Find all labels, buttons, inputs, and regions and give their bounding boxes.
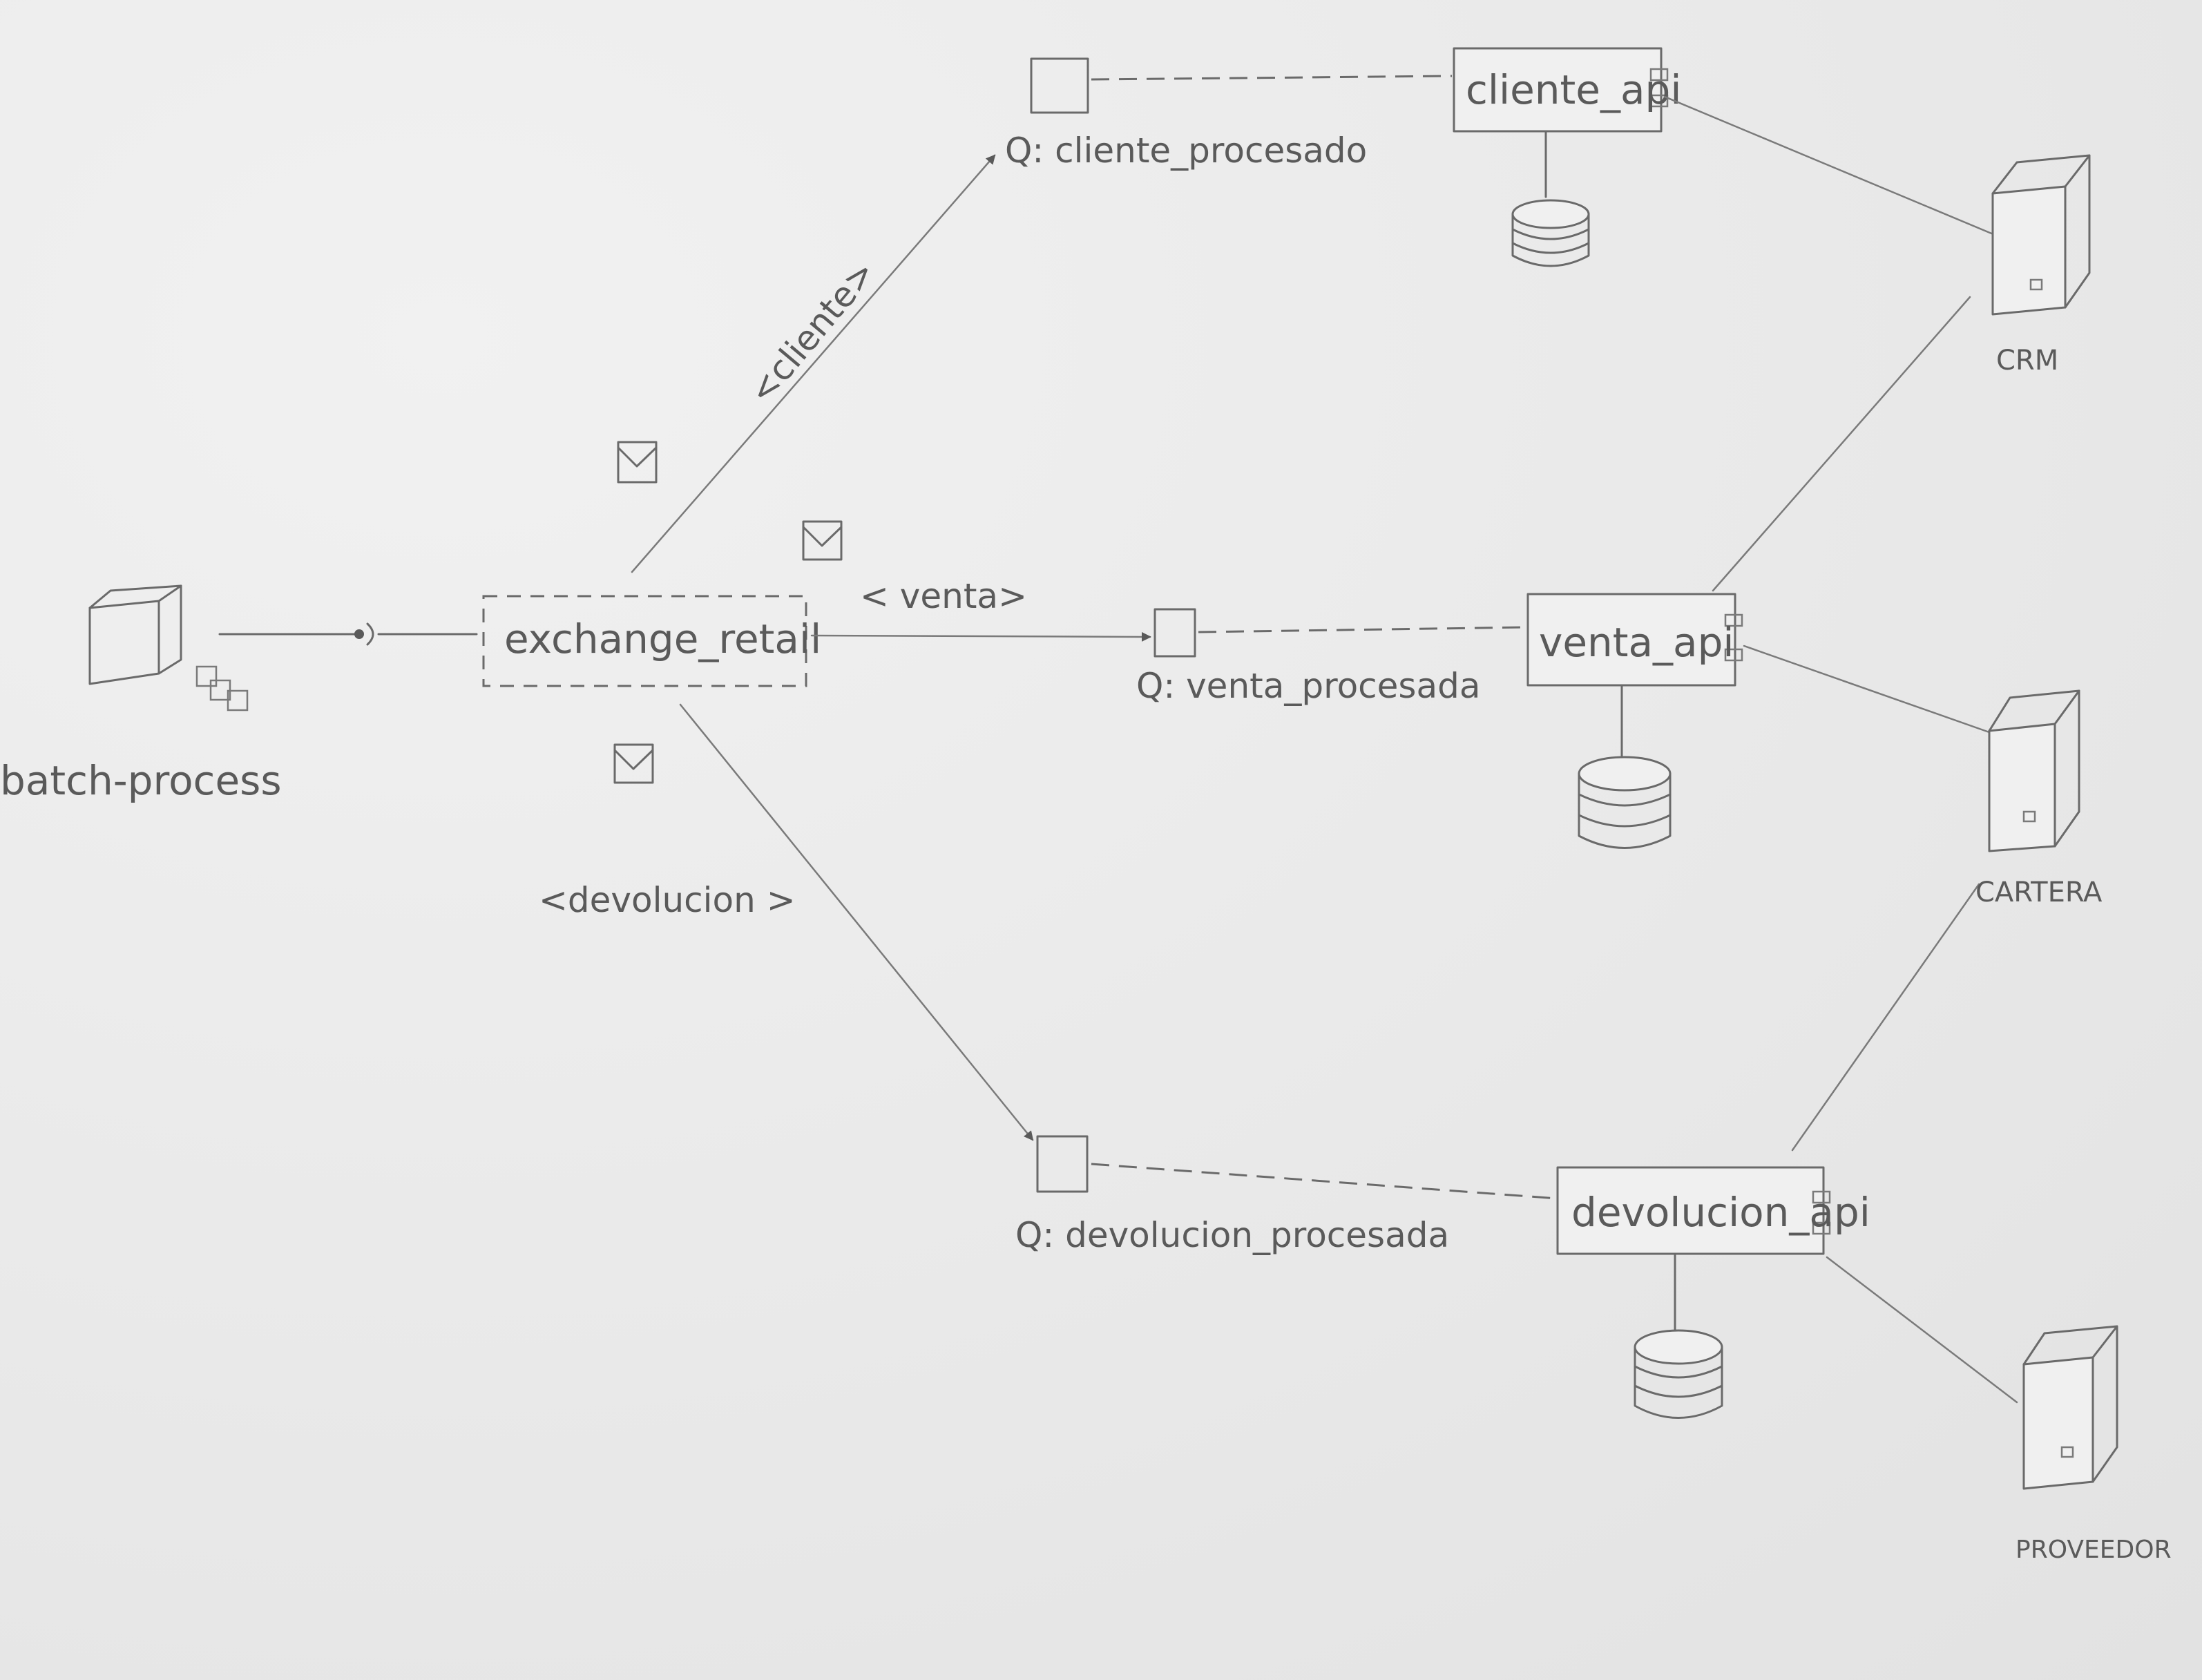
queue-devolucion [1036, 1135, 1089, 1193]
server-icon-cartera [1988, 689, 2080, 852]
system-label-proveedor: PROVEEDOR [2016, 1536, 2172, 1564]
link-venta-api-cartera [1743, 645, 1991, 734]
message-label-devolucion: <devolucion > [539, 880, 796, 920]
server-icon-proveedor [2022, 1325, 2118, 1490]
batch-process-node [88, 584, 249, 712]
queue-label-devolucion: Q: devolucion_procesada [1015, 1215, 1449, 1255]
database-icon-cliente [1511, 199, 1590, 267]
link-devolucion-api-proveedor [1826, 1256, 2018, 1404]
interface-ball-icon [354, 629, 364, 639]
database-icon-devolucion [1634, 1329, 1723, 1419]
venta-api-component [1526, 593, 1743, 758]
cliente-api-component [1453, 47, 1669, 198]
server-icon-crm [1991, 154, 2091, 316]
queue-venta [1153, 608, 1196, 658]
link-queue-devolucion-api [1091, 1163, 1558, 1200]
envelope-icon-venta [802, 520, 843, 561]
exchange-retail-box [482, 595, 807, 687]
exchange-retail-label: exchange_retail [504, 615, 821, 662]
link-cliente-api-crm [1663, 95, 2004, 240]
queue-label-venta: Q: venta_procesada [1136, 666, 1481, 706]
venta-api-label: venta_api [1539, 619, 1734, 666]
queue-cliente [1030, 57, 1089, 114]
system-label-crm: CRM [1996, 345, 2058, 376]
envelope-icon-cliente [617, 441, 658, 484]
link-queue-venta-api [1198, 626, 1529, 633]
database-icon-venta [1578, 756, 1672, 849]
arrow-devolucion [679, 703, 1034, 1141]
link-queue-cliente-api [1091, 75, 1453, 81]
devolucion-api-label: devolucion_api [1571, 1189, 1870, 1236]
envelope-icon-devolucion [613, 743, 654, 784]
components-icon [195, 665, 249, 712]
arrow-cliente [631, 154, 996, 573]
arrow-venta [810, 631, 1151, 642]
batch-process-label: batch-process [0, 757, 282, 804]
link-devolucion-api-cartera [1791, 883, 1980, 1152]
system-label-cartera: CARTERA [1975, 877, 2103, 908]
queue-label-cliente: Q: cliente_procesado [1005, 131, 1367, 171]
message-label-venta: < venta> [860, 576, 1027, 616]
message-label-cliente: <cliente> [741, 252, 883, 411]
devolucion-api-component [1556, 1166, 1831, 1331]
cliente-api-label: cliente_api [1466, 66, 1681, 113]
batch-to-exchange-link [218, 622, 478, 646]
link-venta-api-crm [1712, 296, 1971, 592]
